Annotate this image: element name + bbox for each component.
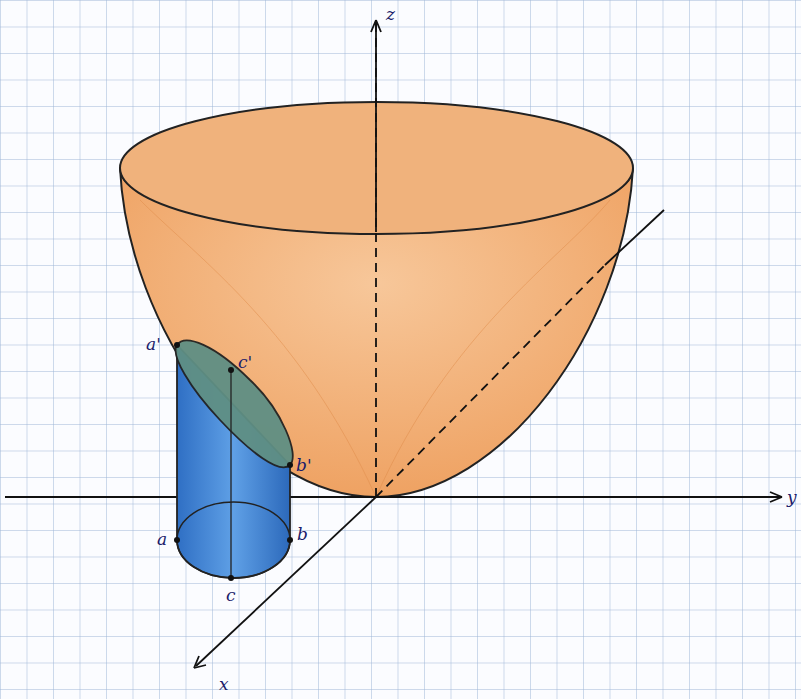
axis-back [605,210,664,265]
y-axis [5,496,782,498]
axis-or-point-label: a [157,531,167,548]
axis-or-point-label: z [386,6,395,23]
axis-or-point-label: a' [146,336,161,353]
axis-or-point-label: c [226,587,236,604]
points [174,342,293,581]
axis-or-point-label: y [787,489,797,506]
z-axis [375,22,377,232]
cylinder-cut-top [176,340,293,467]
cylinder-base [177,502,290,578]
axis-back-hidden [376,265,605,497]
axis-or-point-label: b [297,526,308,543]
axis-or-point-label: c' [238,354,252,371]
axis-or-point-label: x [219,676,229,693]
axis-or-point-label: b' [296,457,312,474]
cylinder-generator [230,370,231,578]
z-axis-hidden [375,22,377,497]
